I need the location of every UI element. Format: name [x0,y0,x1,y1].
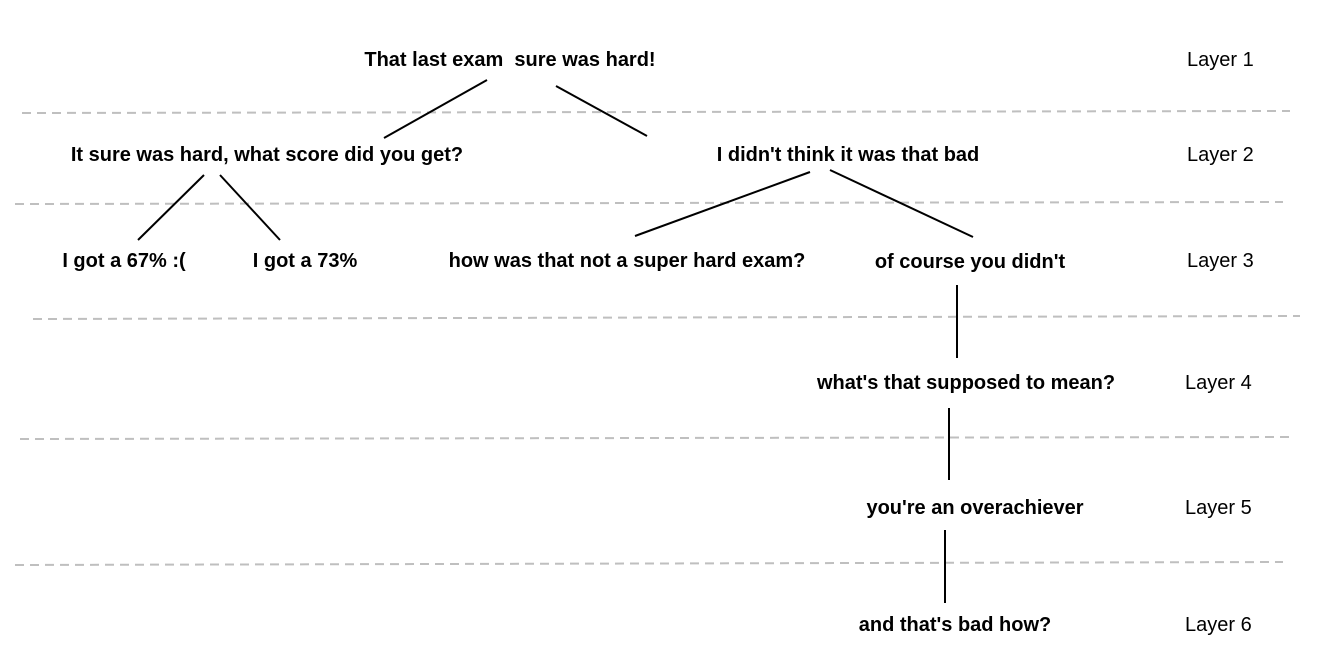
edge [555,85,648,137]
layer-label-1: Layer 1 [1187,49,1254,71]
layer-label-4: Layer 4 [1185,372,1252,394]
layer-label-2: Layer 2 [1187,144,1254,166]
layer-divider [19,436,1291,440]
edge [634,171,811,237]
layer-divider [32,315,1301,320]
layer-divider [14,561,1284,566]
node-layer3-b: I got a 73% [253,250,358,272]
node-layer3-a: I got a 67% :( [62,250,186,272]
node-layer3-c: how was that not a super hard exam? [449,250,806,272]
node-root: That last exam sure was hard! [364,49,655,71]
edge [829,169,974,238]
layer-label-6: Layer 6 [1185,614,1252,636]
edge [219,174,281,241]
node-layer2-right: I didn't think it was that bad [717,144,980,166]
node-layer3-d: of course you didn't [875,251,1066,273]
layer-label-3: Layer 3 [1187,250,1254,272]
edge [137,174,205,241]
node-layer6: and that's bad how? [859,614,1052,636]
edge [383,79,488,139]
node-layer2-left: It sure was hard, what score did you get… [71,144,463,166]
layer-divider [14,201,1284,205]
layer-label-5: Layer 5 [1185,497,1252,519]
layer-divider [21,110,1291,114]
node-layer4: what's that supposed to mean? [816,372,1115,394]
node-layer5: you're an overachiever [866,497,1083,519]
